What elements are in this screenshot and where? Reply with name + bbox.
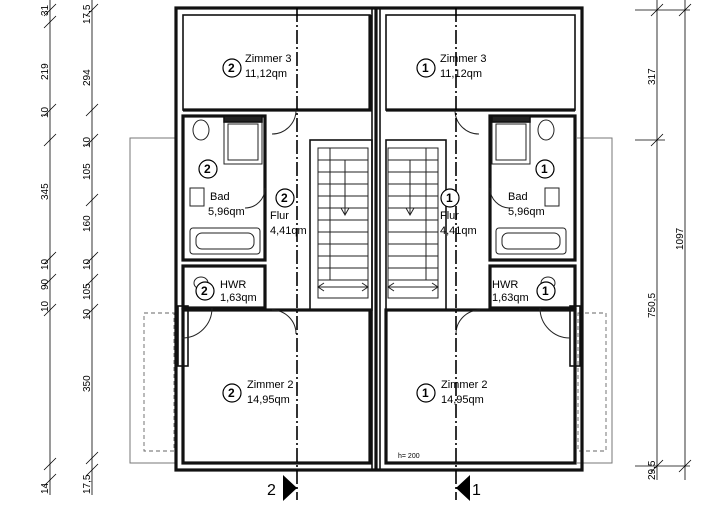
room-bad-left: 2 Bad 5,96qm (198, 159, 245, 218)
dim-label: 14 (40, 482, 51, 494)
room-hwr-right: 1 HWR 1,63qm (492, 279, 556, 304)
door-swings (181, 109, 571, 339)
dim-label: 17,5 (82, 474, 93, 494)
room-label: HWR (220, 279, 246, 291)
dim-label: 29,5 (647, 460, 658, 480)
room-bad-right: 1 Bad 5,96qm (508, 159, 555, 218)
terrace-outlines (129, 137, 613, 464)
room-flur-left: 2 Flur 4,41qm (270, 188, 307, 237)
room-label: Zimmer 2 (247, 379, 293, 391)
room-label: Bad (210, 191, 230, 203)
dim-label: 31 (40, 4, 51, 16)
dimension-labels-right: 317 1097 750,5 29,5 (647, 68, 686, 480)
dim-label: 10 (40, 106, 51, 118)
dim-label: 160 (82, 215, 93, 232)
dim-label: 219 (40, 63, 51, 80)
room-flur-right: 1 Flur 4,41qm (440, 188, 477, 237)
dim-label: 105 (82, 163, 93, 180)
room-area: 14,95qm (441, 394, 484, 406)
room-area: 4,41qm (270, 225, 307, 237)
bathroom-fixtures-left (189, 115, 263, 290)
room-area: 1,63qm (492, 292, 529, 304)
axis-marker-right-arrow (456, 475, 470, 501)
dim-label: 294 (82, 69, 93, 86)
dim-label: 1097 (675, 227, 686, 250)
height-note: h= 200 (398, 453, 420, 460)
room-label: Flur (440, 210, 459, 222)
room-hwr-left: 2 HWR 1,63qm (195, 279, 257, 304)
dim-label: 90 (40, 278, 51, 290)
unit-number: 2 (201, 284, 208, 298)
room-area: 1,63qm (220, 292, 257, 304)
unit-number: 1 (541, 162, 548, 176)
room-zimmer2-left: 2 Zimmer 2 14,95qm (222, 379, 293, 406)
dimension-chain-right (635, 0, 692, 480)
dim-label: 10 (82, 136, 93, 148)
dim-label: 10 (40, 258, 51, 270)
axis-marker-left-arrow (283, 475, 297, 501)
unit-number: 2 (281, 191, 288, 205)
stairs-left (317, 147, 369, 299)
unit-number: 1 (422, 386, 429, 400)
room-area: 11,12qm (440, 68, 482, 80)
dimension-labels-left-inner: 17,5 294 10 105 160 10 105 10 17,5 (82, 4, 93, 494)
dim-label: 10 (40, 300, 51, 312)
axis-marker-right-label: 1 (472, 482, 481, 499)
room-area: 5,96qm (208, 206, 245, 218)
dim-label: 10 (82, 308, 93, 320)
room-zimmer3-left: 2 Zimmer 3 11,12qm (222, 53, 291, 80)
unit-number: 2 (228, 386, 235, 400)
room-zimmer2-right: 1 Zimmer 2 14,95qm (416, 379, 487, 406)
dim-label: 317 (647, 68, 658, 85)
unit-number: 1 (446, 191, 453, 205)
room-label: Zimmer 2 (441, 379, 487, 391)
room-label: HWR (492, 279, 518, 291)
dim-label: 17,5 (82, 4, 93, 24)
axis-marker-left-label: 2 (267, 482, 276, 499)
stairs-right (387, 147, 439, 299)
dimension-labels-left-outer: 31 219 10 345 10 90 10 350 14 (40, 4, 93, 494)
room-area: 11,12qm (245, 68, 287, 80)
dim-label: 105 (82, 283, 93, 300)
dim-label: 750,5 (647, 293, 658, 318)
unit-number: 2 (228, 61, 235, 75)
room-area: 14,95qm (247, 394, 290, 406)
unit-number: 1 (422, 61, 429, 75)
dim-label: 10 (82, 258, 93, 270)
dim-label: 345 (40, 183, 51, 200)
room-area: 4,41qm (440, 225, 477, 237)
unit-number: 1 (542, 284, 549, 298)
dimension-chain-left (43, 0, 99, 495)
bathroom-fixtures-right (491, 115, 567, 290)
dim-label: 350 (82, 375, 93, 392)
room-area: 5,96qm (508, 206, 545, 218)
room-label: Flur (270, 210, 289, 222)
room-label: Zimmer 3 (440, 53, 486, 65)
room-label: Zimmer 3 (245, 53, 291, 65)
room-label: Bad (508, 191, 528, 203)
room-zimmer3-right: 1 Zimmer 3 11,12qm (416, 53, 486, 80)
unit-number: 2 (204, 162, 211, 176)
